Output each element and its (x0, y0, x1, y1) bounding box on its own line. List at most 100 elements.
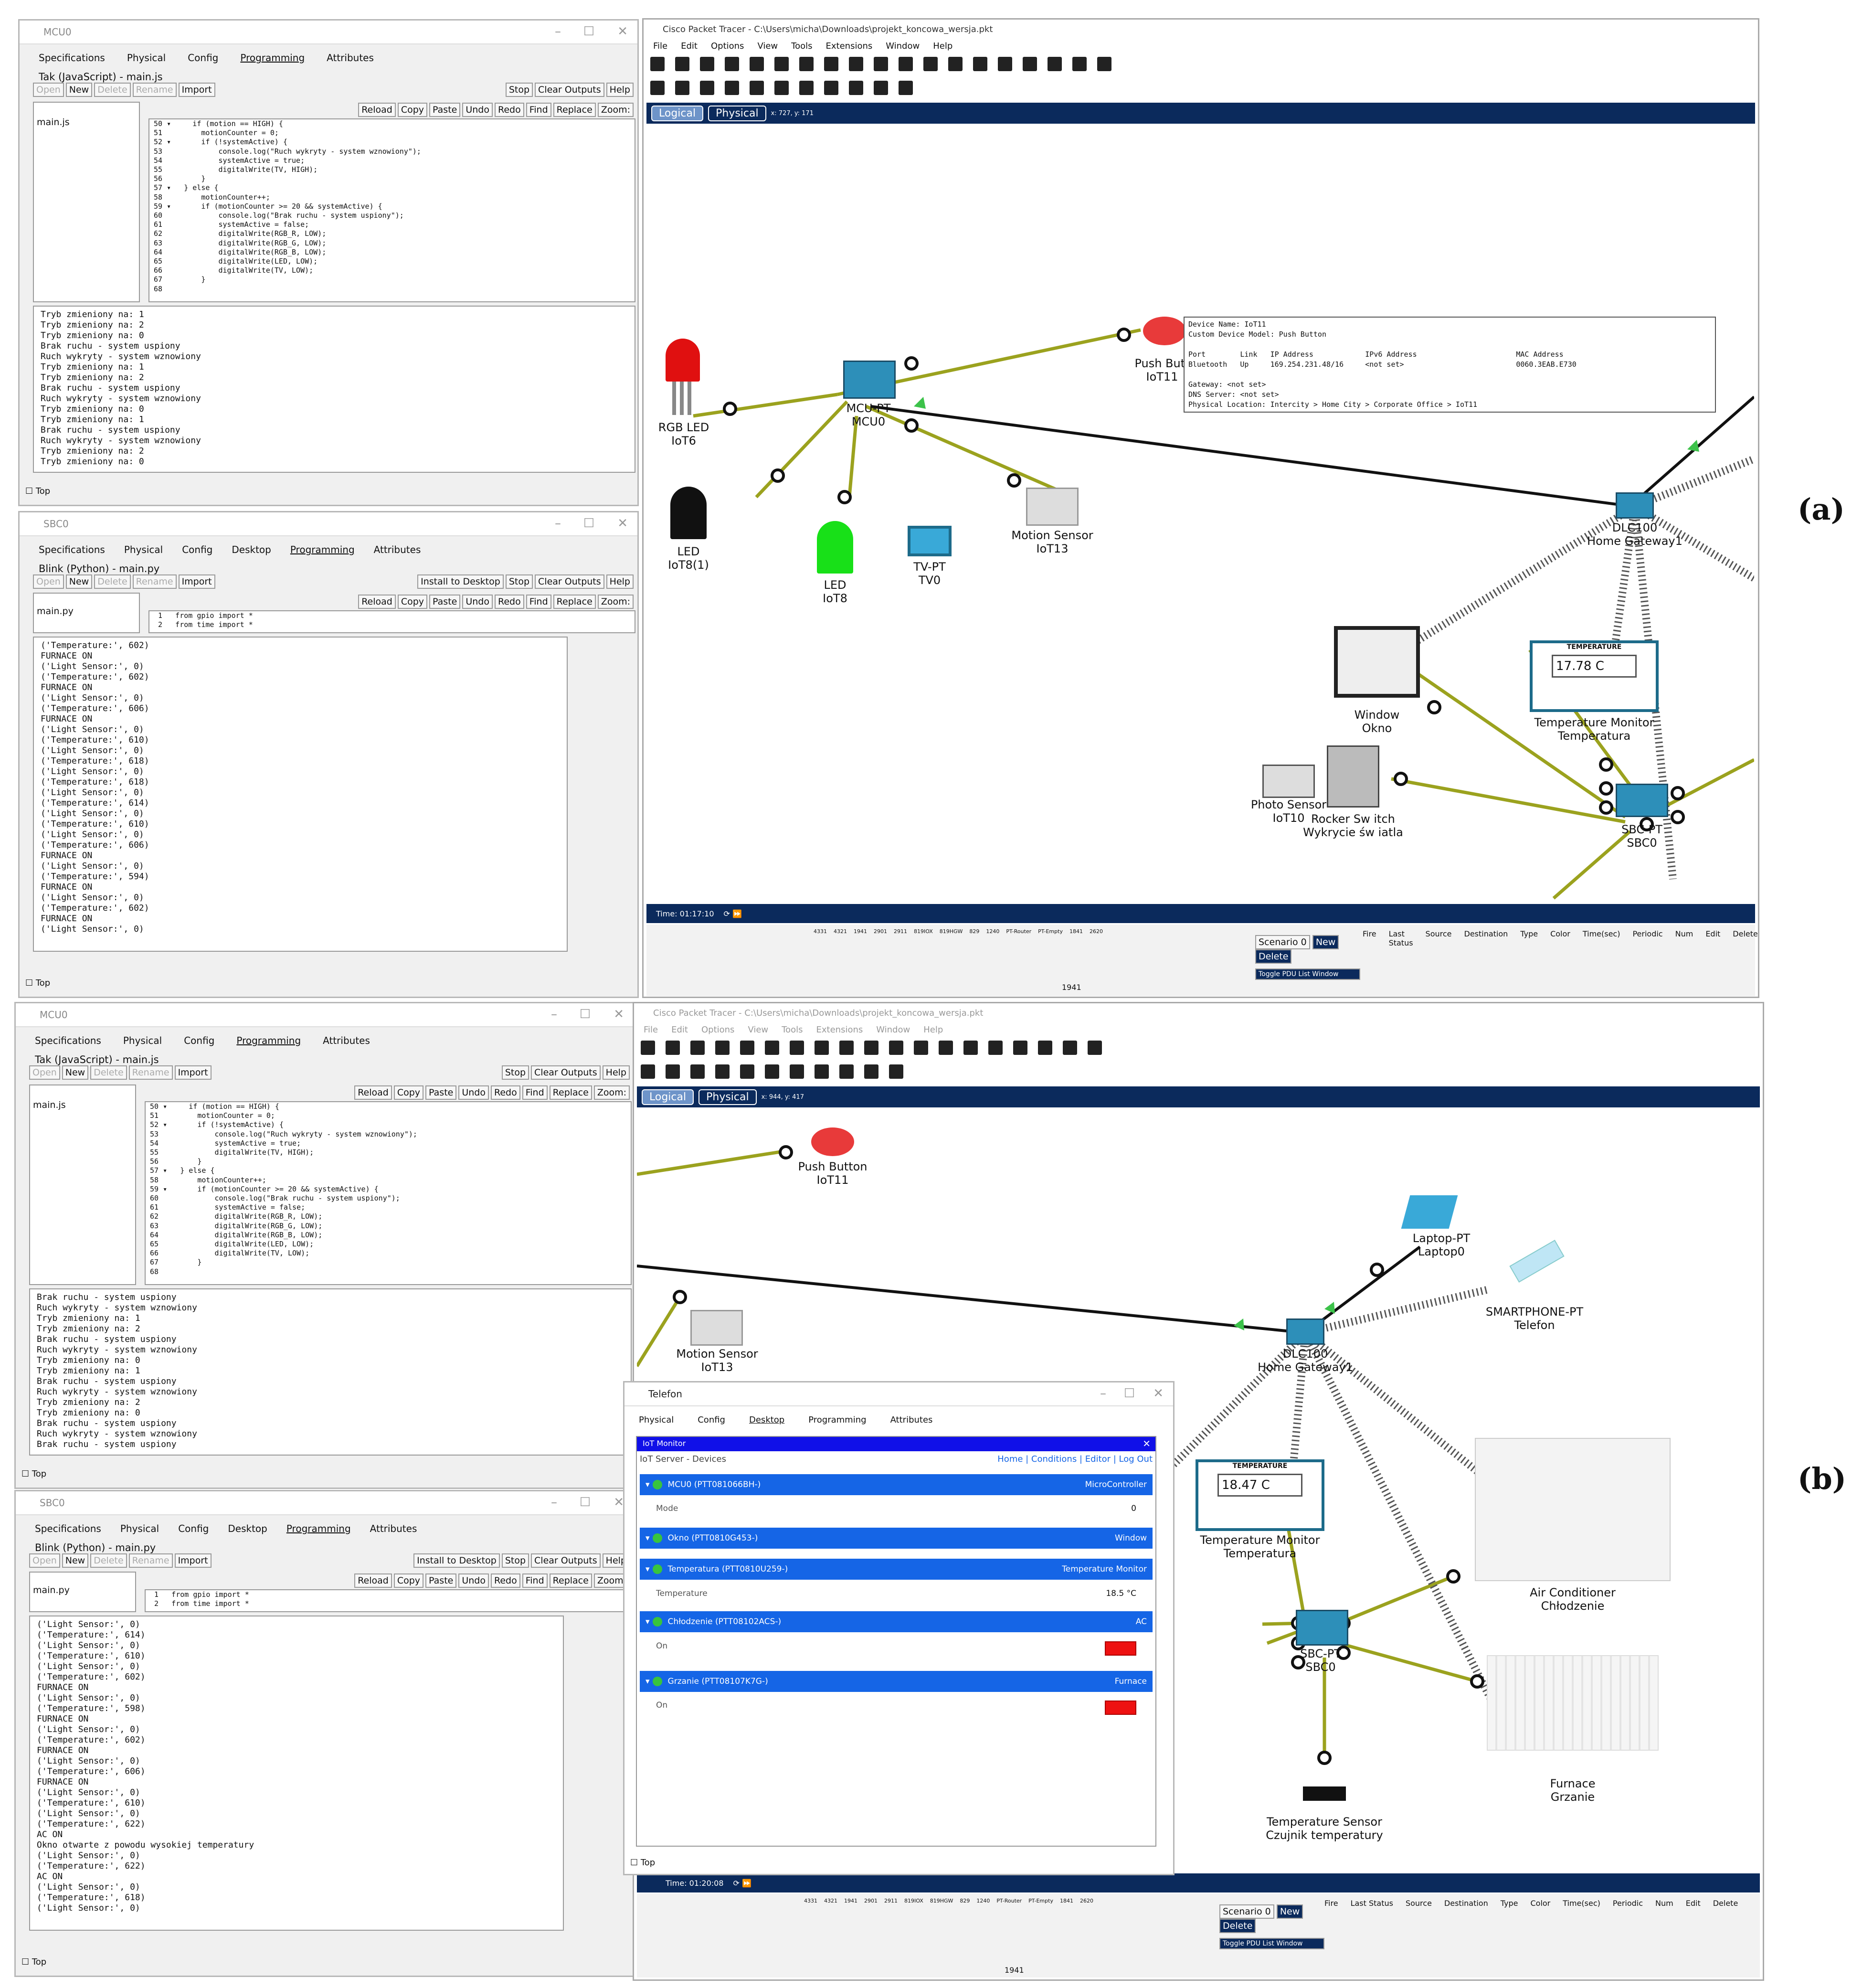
freeform-icon[interactable] (849, 81, 863, 95)
sbc-board-icon[interactable] (1616, 784, 1668, 817)
tab-attributes[interactable]: Attributes (323, 1035, 370, 1046)
help-button[interactable]: Help (606, 574, 634, 589)
new-button[interactable]: New (62, 1065, 89, 1080)
minimize-icon[interactable]: – (1100, 1386, 1106, 1401)
zoom-in-icon[interactable] (914, 1041, 928, 1055)
model-item[interactable]: 1841 (1069, 928, 1083, 935)
new-file-icon[interactable] (650, 57, 665, 71)
undo-icon[interactable] (864, 1041, 878, 1055)
furnace-icon[interactable] (1487, 1655, 1659, 1751)
tab-desktop[interactable]: Desktop (228, 1523, 267, 1534)
laptop-icon[interactable] (1401, 1195, 1458, 1229)
open-button[interactable]: Open (33, 574, 64, 589)
inspect-icon[interactable] (675, 81, 689, 95)
top-checkbox[interactable]: ☐ Top (25, 486, 51, 496)
redo-button[interactable]: Redo (490, 1573, 520, 1588)
toggle-pdu-button[interactable]: Toggle PDU List Window (1255, 968, 1360, 980)
model-item[interactable]: PT-Router (1006, 928, 1032, 935)
menu-options[interactable]: Options (710, 41, 744, 51)
tab-attributes[interactable]: Attributes (370, 1523, 417, 1534)
model-item[interactable]: 819IOX (914, 928, 933, 935)
close-icon[interactable]: ✕ (614, 1007, 624, 1021)
minimize-icon[interactable]: – (551, 1495, 557, 1510)
device-row-temperatura[interactable]: ▾Temperatura (PTT0810U259-)Temperature M… (640, 1559, 1153, 1580)
undo-icon[interactable] (874, 57, 888, 71)
inspect-icon[interactable] (666, 1064, 680, 1079)
model-item[interactable]: 1841 (1059, 1898, 1073, 1904)
new-button[interactable]: New (65, 574, 93, 589)
paste-icon[interactable] (849, 57, 863, 71)
stop-button[interactable]: Stop (505, 574, 533, 589)
push-button-icon[interactable] (1143, 317, 1186, 345)
find-button[interactable]: Find (522, 1085, 548, 1100)
tab-config[interactable]: Config (188, 52, 219, 64)
rename-button[interactable]: Rename (128, 1065, 173, 1080)
code-editor[interactable]: 1 from gpio import * 2 from time import … (145, 1589, 632, 1612)
reload-button[interactable]: Reload (354, 1085, 392, 1100)
envelope-icon[interactable] (864, 1064, 878, 1079)
top-checkbox[interactable]: ☐ Top (25, 978, 51, 988)
tab-config[interactable]: Config (184, 1035, 215, 1046)
undo-button[interactable]: Undo (458, 1085, 489, 1100)
new-pdu-button[interactable]: New (1312, 935, 1339, 949)
expand-icon[interactable]: ▾ (646, 1564, 650, 1574)
new-file-icon[interactable] (641, 1041, 655, 1055)
tab-specifications[interactable]: Specifications (39, 52, 105, 64)
top-checkbox[interactable]: ☐ Top (21, 1957, 47, 1967)
model-item[interactable]: 2911 (894, 928, 907, 935)
tab-config[interactable]: Config (178, 1523, 209, 1534)
file-list[interactable]: main.py (29, 1572, 136, 1612)
cluster-icon[interactable] (1063, 1041, 1077, 1055)
tab-config[interactable]: Config (698, 1414, 725, 1425)
model-item[interactable]: 2620 (1079, 1898, 1093, 1904)
scenario-select[interactable]: Scenario 0 (1255, 935, 1310, 949)
close-icon[interactable]: ✕ (617, 24, 628, 39)
temperature-monitor-icon[interactable]: TEMPERATURE 18.47 C (1196, 1459, 1324, 1531)
copy-icon[interactable] (824, 57, 838, 71)
import-button[interactable]: Import (174, 1065, 212, 1080)
model-item[interactable]: 2901 (864, 1898, 878, 1904)
iot-nav-links[interactable]: Home | Conditions | Editor | Log Out (997, 1454, 1153, 1464)
reload-button[interactable]: Reload (358, 595, 396, 609)
open-envelope-icon[interactable] (889, 1064, 903, 1079)
model-item[interactable]: 819HGW (930, 1898, 953, 1904)
resize-icon[interactable] (715, 1064, 730, 1079)
model-item[interactable]: PT-Router (996, 1898, 1022, 1904)
file-item[interactable]: main.js (33, 1100, 66, 1110)
menu-view[interactable]: View (757, 41, 778, 51)
redo-icon[interactable] (899, 57, 913, 71)
find-button[interactable]: Find (526, 103, 551, 117)
physical-button[interactable]: Physical (708, 105, 766, 121)
delete-button[interactable]: Delete (90, 1553, 127, 1568)
device-row-chlodzenie[interactable]: ▾Chłodzenie (PTT08102ACS-)AC (640, 1611, 1153, 1632)
new-button[interactable]: New (62, 1553, 89, 1568)
code-editor[interactable]: 50 ▾ if (motion == HIGH) { 51 motionCoun… (145, 1101, 632, 1285)
tv-icon[interactable] (908, 526, 952, 556)
menu-help[interactable]: Help (923, 1025, 943, 1035)
code-editor[interactable]: 50 ▾ if (motion == HIGH) { 51 motionCoun… (148, 118, 635, 302)
delete-button[interactable]: Delete (94, 83, 131, 97)
menu-window[interactable]: Window (876, 1025, 910, 1035)
redo-button[interactable]: Redo (490, 1085, 520, 1100)
tab-physical[interactable]: Physical (639, 1414, 674, 1425)
tab-specifications[interactable]: Specifications (35, 1523, 101, 1534)
expand-icon[interactable]: ▾ (646, 1480, 650, 1489)
zoom-reset-icon[interactable] (939, 1041, 953, 1055)
replace-button[interactable]: Replace (549, 1573, 592, 1588)
paste-button[interactable]: Paste (425, 1573, 457, 1588)
model-item[interactable]: 829 (969, 928, 980, 935)
drawing-icon[interactable] (998, 57, 1012, 71)
file-item[interactable]: main.py (33, 1585, 70, 1595)
rectangle-icon[interactable] (799, 81, 814, 95)
menu-edit[interactable]: Edit (671, 1025, 688, 1035)
image-icon[interactable] (1088, 1041, 1102, 1055)
redo-button[interactable]: Redo (494, 103, 524, 117)
find-button[interactable]: Find (526, 595, 551, 609)
tab-physical[interactable]: Physical (120, 1523, 159, 1534)
photo-sensor-icon[interactable] (1262, 765, 1315, 798)
note-icon[interactable] (740, 1064, 754, 1079)
rename-button[interactable]: Rename (128, 1553, 173, 1568)
home-gateway-icon[interactable] (1616, 492, 1654, 519)
cluster-icon[interactable] (1072, 57, 1087, 71)
menu-tools[interactable]: Tools (782, 1025, 803, 1035)
